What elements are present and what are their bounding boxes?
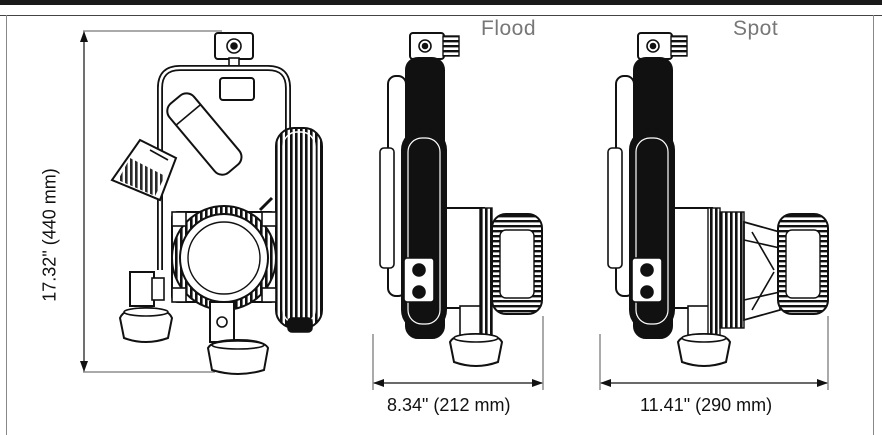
flood-view-label: Flood: [481, 17, 537, 40]
flood-width-dimension-line: [372, 316, 544, 390]
spot-side-view-fixture: [599, 32, 829, 390]
spot-width-dimension-label: 11.41" (290 mm): [640, 395, 773, 415]
header-rule: [0, 15, 882, 16]
drawing-frame: [6, 15, 874, 435]
spot-width-dimension-line: [599, 316, 829, 390]
height-dimension-line: [80, 30, 222, 373]
flood-width-dimension-label: 8.34" (212 mm): [387, 395, 511, 415]
header-bar: [0, 0, 882, 5]
height-dimension-label: 17.32" (440 mm): [39, 168, 60, 302]
spot-view-label: Spot: [733, 17, 779, 40]
front-view-fixture: [80, 30, 323, 375]
flood-side-view-fixture: [372, 32, 544, 390]
